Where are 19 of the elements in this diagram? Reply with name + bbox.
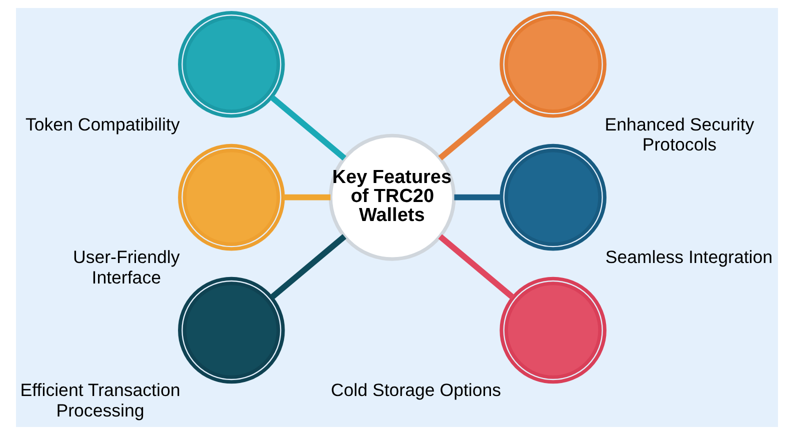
node-label: Seamless Integration bbox=[605, 247, 773, 268]
node-circle bbox=[500, 144, 606, 251]
connector bbox=[270, 234, 346, 300]
node-circle bbox=[178, 10, 285, 118]
node-circle bbox=[500, 10, 606, 118]
node-circle: Key Features of TRC20 Wallets bbox=[328, 134, 456, 261]
node-label: Cold Storage Options bbox=[330, 380, 502, 400]
connector bbox=[438, 94, 515, 160]
node-circle bbox=[178, 144, 285, 251]
connector bbox=[454, 194, 502, 200]
node-circle bbox=[500, 276, 606, 384]
node-label: User-Friendly Interface bbox=[72, 247, 180, 288]
node-label: Enhanced Security Protocols bbox=[604, 114, 754, 154]
node-label: Efficient Transaction Processing bbox=[20, 380, 180, 420]
connector bbox=[283, 194, 330, 200]
node-circle bbox=[178, 276, 285, 384]
connector bbox=[438, 234, 515, 300]
connector bbox=[270, 94, 346, 160]
node-label: Token Compatibility bbox=[25, 114, 180, 134]
